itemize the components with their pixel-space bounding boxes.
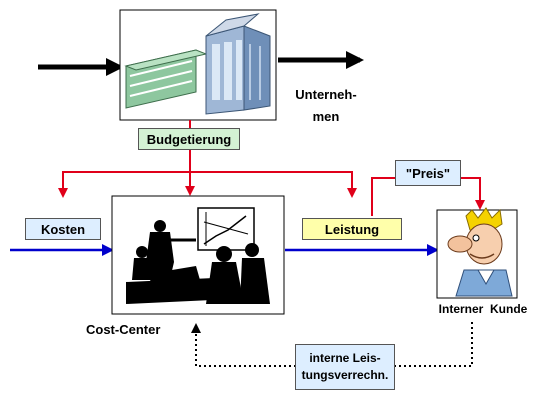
company-label: Unterneh- men [286, 84, 366, 128]
kosten-label: Kosten [25, 218, 101, 240]
budgetierung-label: Budgetierung [138, 128, 240, 150]
internal-allocation-line1: interne Leis- [309, 351, 381, 365]
company-label-line2: men [312, 109, 340, 124]
cost-center-box [111, 195, 285, 315]
company-label-line1: Unterneh- [295, 87, 357, 102]
customer-box [436, 207, 518, 299]
presentation-meeting-icon [126, 207, 270, 304]
internal-allocation-line2: tungsverrechn. [301, 368, 389, 382]
crowned-customer-icon [447, 207, 513, 297]
preis-label: "Preis" [395, 160, 461, 186]
leistung-label: Leistung [302, 218, 402, 240]
budget-line-horizontal [62, 171, 353, 194]
internal-customer-label: Interner Kunde [438, 302, 528, 316]
company-box [119, 9, 277, 121]
cost-center-label: Cost-Center [86, 322, 161, 337]
office-buildings-icon [124, 13, 271, 115]
internal-allocation-label: interne Leis- tungsverrechn. [295, 344, 395, 390]
